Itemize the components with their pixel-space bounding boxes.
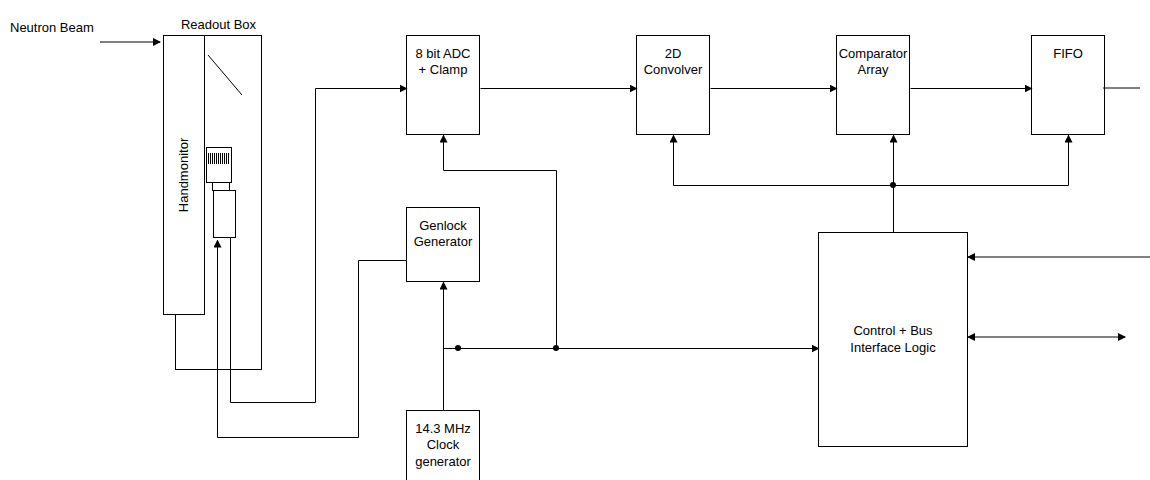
signal-wire — [894, 136, 1069, 233]
beam-arrow — [100, 42, 160, 43]
adc-box: 8 bit ADC + Clamp — [406, 35, 480, 135]
node-label: Comparator Array — [839, 46, 908, 79]
node-label: FIFO — [1053, 46, 1083, 62]
node-label: Genlock Generator — [410, 218, 476, 251]
output-wire — [1103, 88, 1140, 89]
node-label: Control + Bus Interface Logic — [827, 323, 959, 356]
node-label: Readout Box — [181, 17, 256, 33]
signal-wire — [481, 88, 637, 89]
signal-wire — [231, 89, 407, 403]
fifo-box: FIFO — [1031, 35, 1105, 135]
signal-wire — [911, 88, 1032, 89]
signal-wire — [444, 349, 819, 411]
camera-symbol — [207, 148, 236, 238]
signal-wire — [711, 88, 837, 89]
handmonitor-box: Handmonitor — [163, 35, 205, 315]
node-label: 14.3 MHz Clock generator — [410, 421, 476, 470]
node-label: Handmonitor — [176, 138, 192, 212]
bus-bidir-wire — [968, 337, 1125, 338]
clock-box: 14.3 MHz Clock generator — [406, 410, 480, 480]
control-box: Control + Bus Interface Logic — [818, 232, 968, 447]
signal-wire — [444, 136, 557, 411]
signal-wire — [674, 136, 894, 233]
convolver-box: 2D Convolver — [636, 35, 710, 135]
genlock-box: Genlock Generator — [406, 207, 480, 282]
beam-label: Neutron Beam — [10, 20, 94, 35]
mirror — [208, 55, 242, 95]
node-label: 2D Convolver — [640, 46, 706, 79]
bus-input-wire — [968, 257, 1150, 258]
node-label: 8 bit ADC + Clamp — [410, 46, 476, 79]
comparator-box: Comparator Array — [836, 35, 910, 135]
signal-wire — [218, 241, 407, 438]
